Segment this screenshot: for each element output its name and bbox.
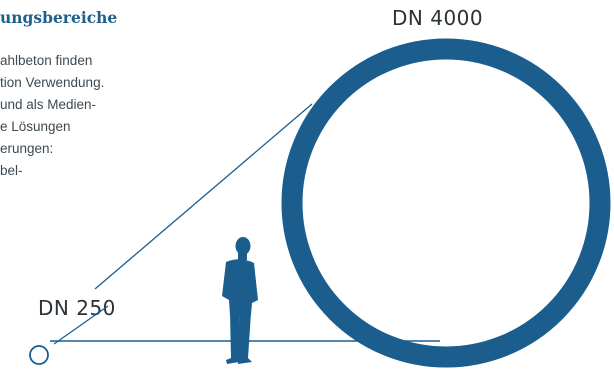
projection-line-lower: [53, 305, 109, 345]
description-line: e Lösungen: [0, 119, 71, 134]
small-pipe-label: DN 250: [38, 296, 116, 320]
description-line: bel-: [0, 163, 23, 178]
large-pipe-label: DN 4000: [392, 6, 484, 30]
small-pipe-ring: [29, 345, 49, 365]
description-line: und als Medien-: [0, 97, 97, 112]
description-line: erungen:: [0, 141, 54, 156]
description-line: tion Verwendung.: [0, 75, 105, 90]
large-pipe-ring: [281, 38, 611, 368]
description-text: ahlbeton finden tion Verwendung. und als…: [0, 50, 104, 182]
section-heading: ungsbereiche: [0, 8, 118, 27]
description-line: ahlbeton finden: [0, 53, 93, 68]
projection-line-upper: [94, 103, 313, 290]
person-silhouette: [222, 237, 258, 364]
